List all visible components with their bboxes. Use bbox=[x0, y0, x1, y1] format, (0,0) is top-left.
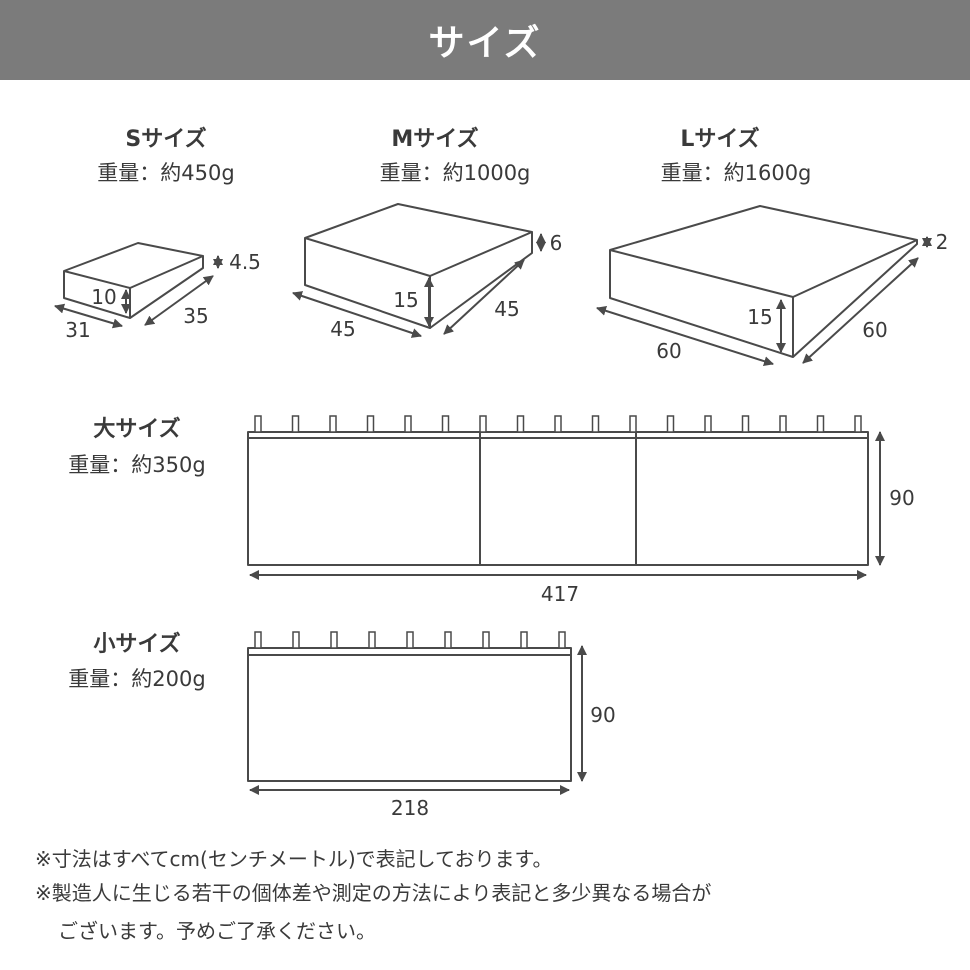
s-depth: 35 bbox=[183, 304, 208, 328]
note-variance-cont: ございます。予めご了承ください。 bbox=[58, 919, 376, 943]
curtain-tab bbox=[591, 415, 600, 433]
curtain-tab bbox=[558, 631, 566, 649]
note-units: ※寸法はすべてcm(センチメートル)で表記しております。 bbox=[35, 847, 553, 871]
curtain-tab bbox=[666, 415, 675, 433]
curtain-tab bbox=[406, 631, 414, 649]
curtain-tab bbox=[854, 415, 862, 433]
s-height: 10 bbox=[91, 285, 116, 309]
large-curtain-shape bbox=[247, 431, 869, 566]
note-variance: ※製造人に生じる若干の個体差や測定の方法により表記と多少異なる場合が bbox=[35, 881, 712, 905]
l-name: Lサイズ bbox=[680, 126, 759, 152]
curtain-tab bbox=[292, 631, 300, 649]
m-weight: 重量：約1000g bbox=[380, 161, 531, 185]
m-depth: 45 bbox=[494, 297, 519, 321]
m-name: Mサイズ bbox=[391, 126, 478, 152]
small-curtain-shape bbox=[247, 647, 572, 782]
small-weight: 重量：約200g bbox=[68, 667, 205, 691]
curtain-tab bbox=[404, 415, 412, 433]
curtain-tab bbox=[441, 415, 450, 433]
s-name: Sサイズ bbox=[125, 126, 206, 152]
large-width: 417 bbox=[541, 582, 579, 606]
l-low: 2 bbox=[936, 230, 949, 254]
small-height: 90 bbox=[590, 703, 615, 727]
curtain-tab bbox=[482, 631, 490, 649]
l-weight: 重量：約1600g bbox=[661, 161, 812, 185]
curtain-tab bbox=[816, 415, 825, 433]
curtain-tab bbox=[330, 631, 338, 649]
curtain-tab bbox=[366, 415, 375, 433]
curtain-tab bbox=[444, 631, 452, 649]
curtain-tab bbox=[329, 415, 337, 433]
curtain-tab bbox=[779, 415, 787, 433]
curtain-tab bbox=[704, 415, 712, 433]
page-title: サイズ bbox=[0, 0, 970, 80]
curtain-tab bbox=[254, 631, 262, 649]
s-low: 4.5 bbox=[229, 250, 261, 274]
s-width: 31 bbox=[65, 318, 90, 342]
large-weight: 重量：約350g bbox=[68, 453, 205, 477]
curtain-tab bbox=[741, 415, 750, 433]
m-low: 6 bbox=[550, 231, 563, 255]
small-name: 小サイズ bbox=[93, 631, 180, 657]
curtain-tab bbox=[291, 415, 300, 433]
m-height: 15 bbox=[393, 288, 418, 312]
s-cushion-shape bbox=[63, 242, 204, 319]
curtain-tab bbox=[554, 415, 562, 433]
l-height: 15 bbox=[747, 305, 772, 329]
l-depth: 60 bbox=[862, 318, 887, 342]
curtain-tab bbox=[254, 415, 262, 433]
l-width: 60 bbox=[656, 339, 681, 363]
curtain-tab bbox=[516, 415, 525, 433]
small-width: 218 bbox=[391, 796, 429, 820]
large-height: 90 bbox=[889, 486, 914, 510]
curtain-tab bbox=[629, 415, 637, 433]
curtain-tab bbox=[520, 631, 528, 649]
curtain-tab bbox=[368, 631, 376, 649]
m-width: 45 bbox=[330, 317, 355, 341]
s-weight: 重量：約450g bbox=[97, 161, 234, 185]
large-name: 大サイズ bbox=[93, 416, 180, 442]
curtain-tab bbox=[479, 415, 487, 433]
